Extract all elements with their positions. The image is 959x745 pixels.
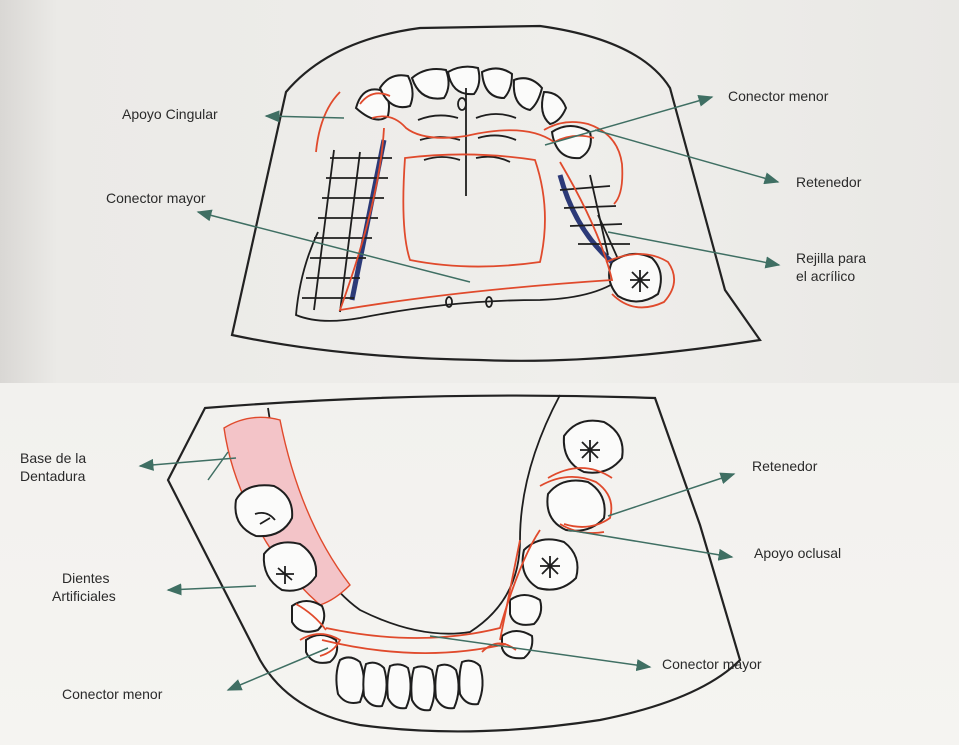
label-apoyo-oclusal: Apoyo oclusal [754, 545, 841, 562]
label-conector-mayor-lower: Conector mayor [662, 656, 762, 673]
label-base-line2: Dentadura [20, 468, 85, 485]
lower-arch [168, 395, 740, 731]
label-apoyo-cingular: Apoyo Cingular [122, 106, 218, 123]
label-rejilla-line1: Rejilla para [796, 250, 866, 267]
label-conector-mayor-upper: Conector mayor [106, 190, 206, 207]
label-base-line1: Base de la [20, 450, 86, 467]
label-retenedor-upper: Retenedor [796, 174, 861, 191]
label-rejilla-line2: el acrílico [796, 268, 855, 285]
upper-arch [232, 26, 760, 361]
label-dientes-line2: Artificiales [52, 588, 116, 605]
lower-anterior-teeth [336, 657, 482, 710]
palatal-rugae [418, 88, 516, 307]
label-conector-menor-lower: Conector menor [62, 686, 162, 703]
label-arrows [140, 97, 779, 690]
label-conector-menor-upper: Conector menor [728, 88, 828, 105]
label-retenedor-lower: Retenedor [752, 458, 817, 475]
label-dientes-line1: Dientes [62, 570, 109, 587]
